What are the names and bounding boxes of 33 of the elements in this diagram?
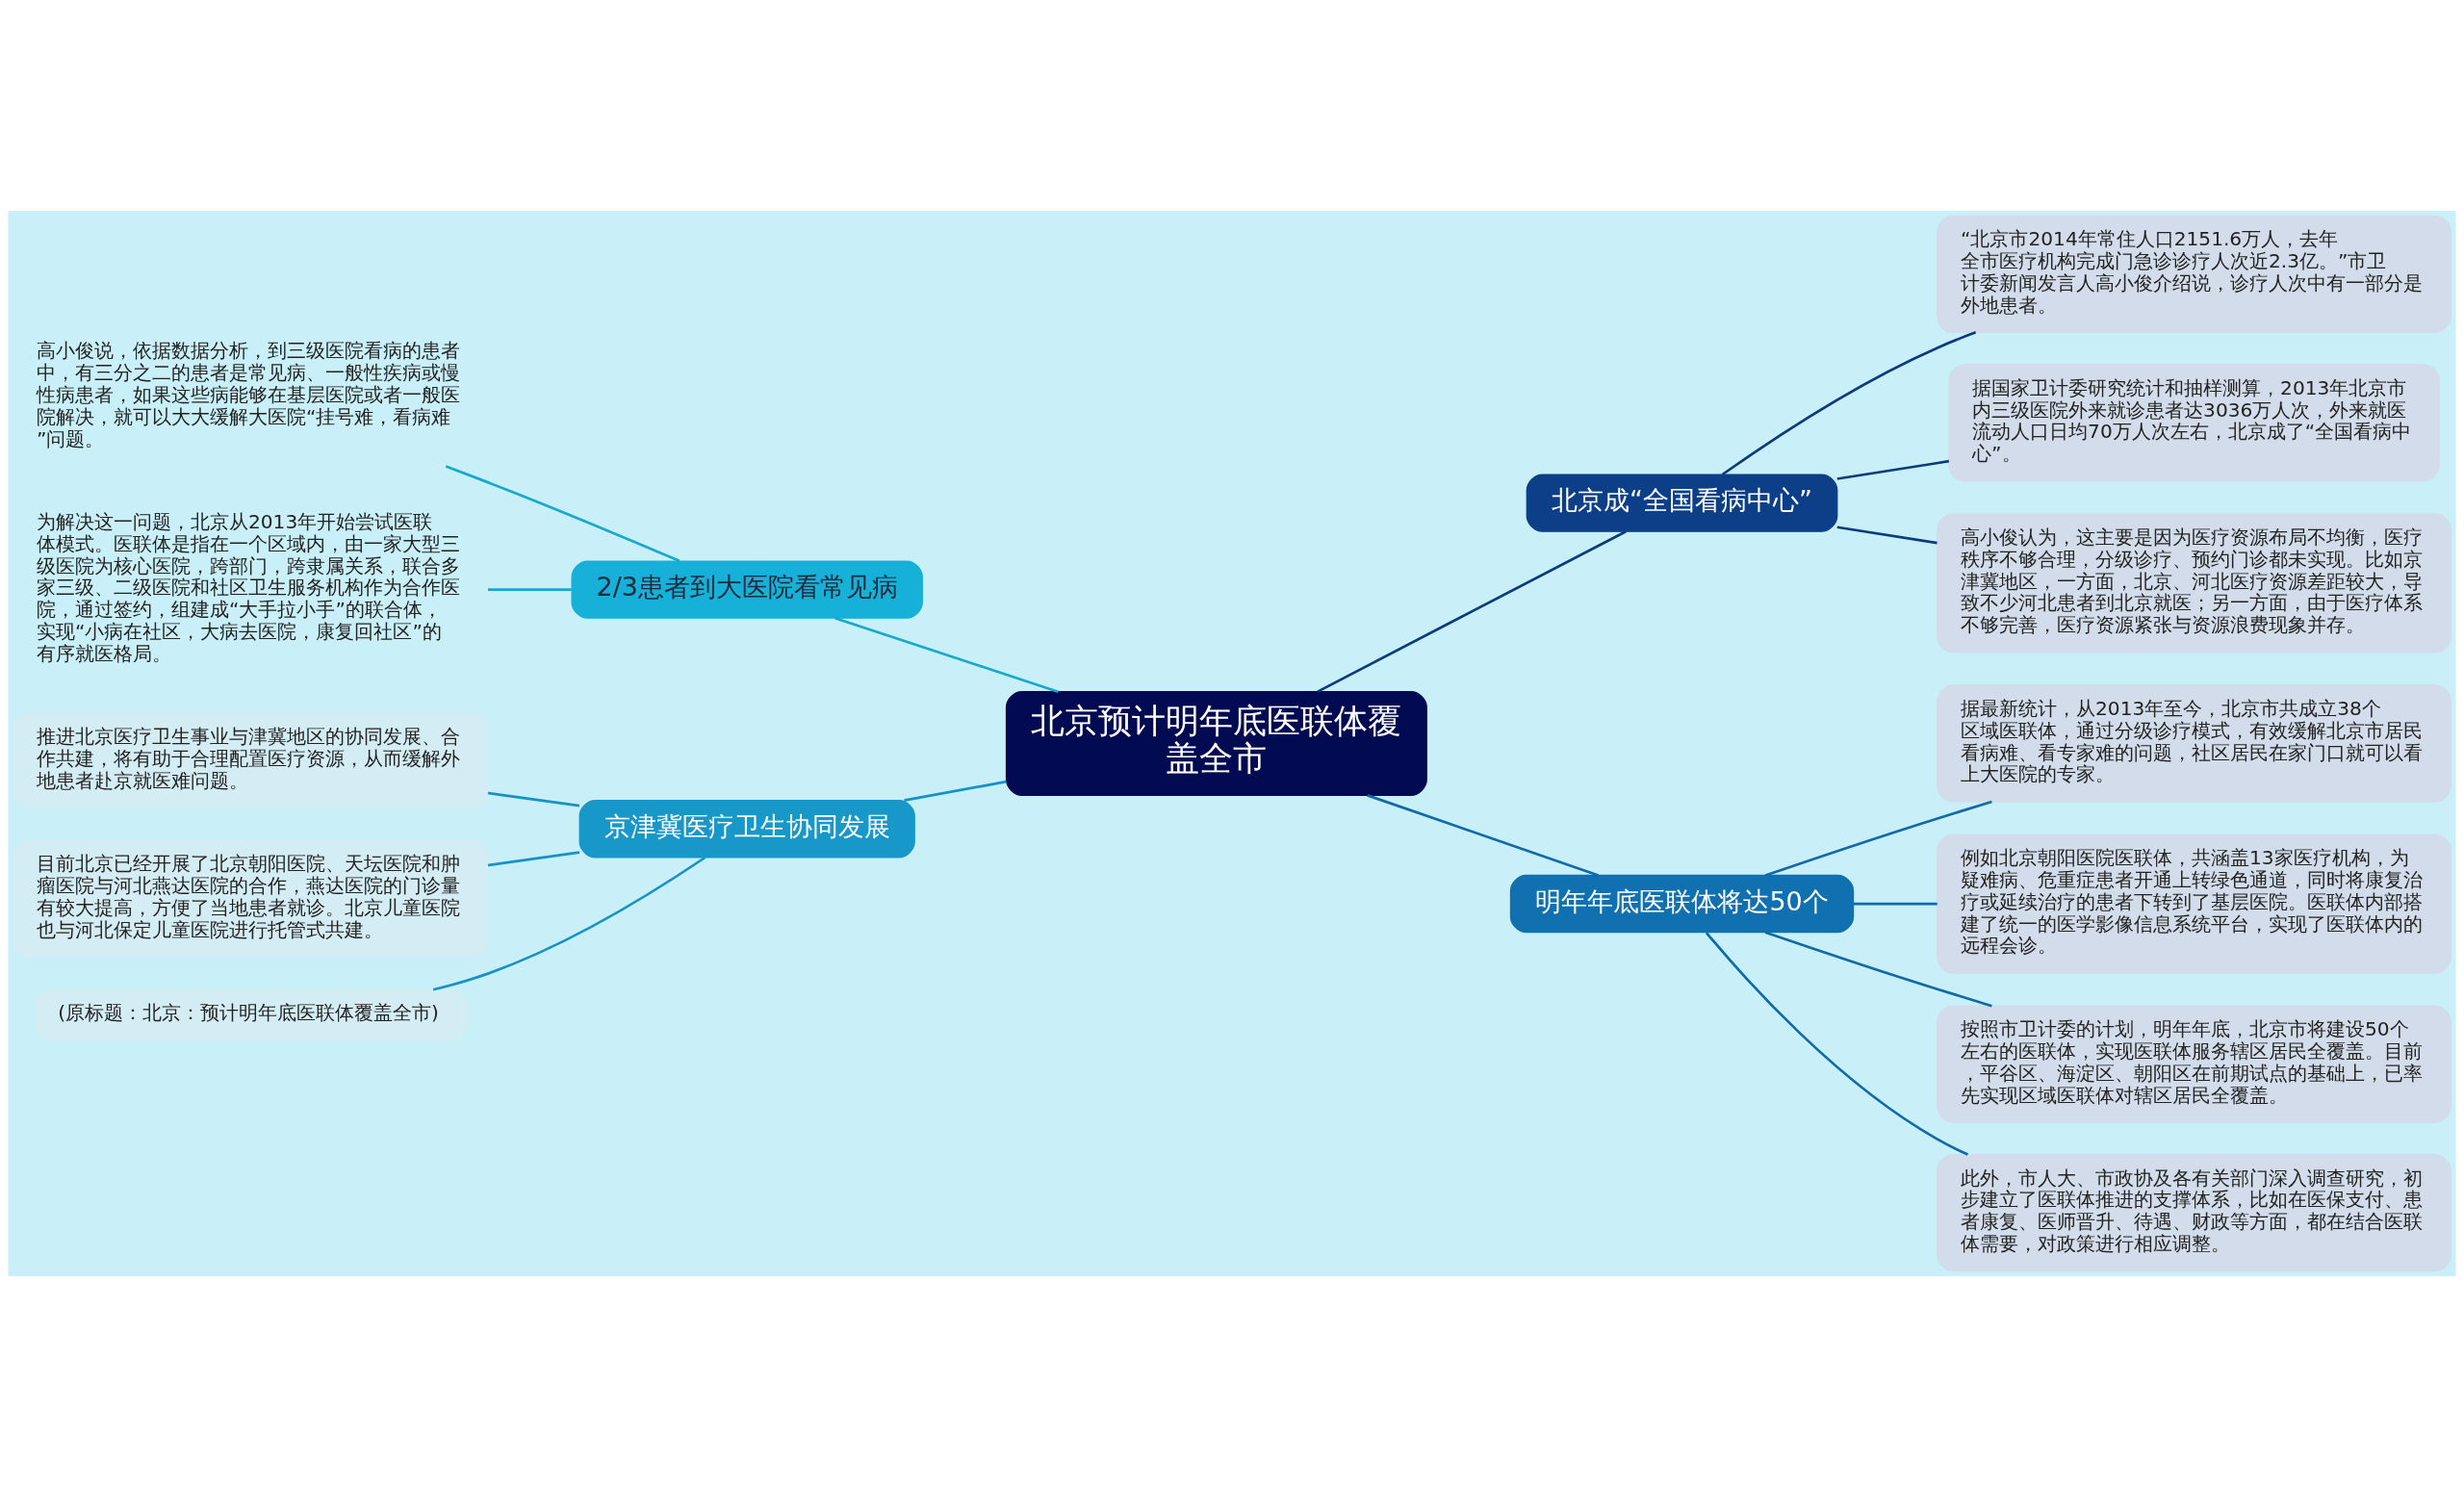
node-box: “北京市2014年常住人口2151.6万人，去年全市医疗机构完成门急诊诊疗人次近2.3亿。”市卫计委新闻发言人高小俊介绍说，诊疗人次中有一部分是外地患者。 [1937,215,2451,333]
connector [445,465,680,563]
connector [1836,459,1950,480]
connector [1721,331,1977,476]
connector [1836,526,1938,545]
node-box: 京津冀医疗卫生协同发展 [578,799,915,859]
node-box: 按照市卫计委的计划，明年年底，北京市将建设50个左右的医联体，实现医联体服务辖区居民全覆盖。目前，平谷区、海淀区、朝阳区在前期试点的基础上，已率先实现区域医联体对辖区居民全覆盖。 [1937,1005,2451,1123]
connector [1367,794,1599,877]
connector [904,780,1007,802]
node-box: 据国家卫计委研究统计和抽样测算，2013年北京市内三级医院外来就诊患者达3036万人次，外来就医流动人口日均70万人次左右，北京成了“全国看病中心”。 [1948,364,2440,482]
connector [1764,800,1992,877]
node-box: 据最新统计，从2013年至今，北京市共成立38个区域医联体，通过分级诊疗模式，有效缓解北京市居民看病难、看专家难的问题，社区居民在家门口就可以看上大医院的专家。 [1937,684,2451,803]
connector [432,856,706,991]
node-box: 高小俊认为，这主要是因为医疗资源布局不均衡，医疗秩序不够合理，分级诊疗、预约门诊都未实现。比如京津冀地区，一方面，北京、河北医疗资源差距较大，导致不少河北患者到北京就医；另一方面，由于医疗体系不够完善，医疗资源紧张与资源浪费现象并存。 [1937,513,2451,654]
node-text: 为解决这一问题，北京从2013年开始尝试医联体模式。医联体是指在一个区域内，由一家大型三级医院为核心医院，跨部门，跨隶属关系，联合多家三级、二级医院和社区卫生服务机构作为合作医院，通过签约，组建成“大手拉小手”的联合体，实现“小病在社区，大病去医院，康复回社区”的有序就医格局。 [36,509,460,665]
connector [834,617,1059,693]
connector [487,791,580,808]
connector [488,588,572,591]
node-box: 2/3患者到大医院看常见病 [571,560,923,619]
connector [1317,530,1627,693]
connector [487,851,580,867]
connector [1705,932,1968,1156]
node-box: 此外，市人大、市政协及各有关部门深入调查研究，初步建立了医联体推进的支撑体系，比如在医保支付、患者康复、医师晋升、待遇、财政等方面，都在结合医联体需要，对政策进行相应调整。 [1937,1154,2451,1272]
node-box: 例如北京朝阳医院医联体，共涵盖13家医疗机构，为疑难病、危重症患者开通上转绿色通道，同时将康复治疗或延续治疗的患者下转到了基层医院。医联体内部搭建了统一的医学影像信息系统平台，实现了医联体内的远程会诊。 [1937,833,2451,974]
node-box: 明年年底医联体将达50个 [1509,874,1855,934]
node-box: 北京预计明年底医联体覆盖全市 [1005,691,1427,796]
node-box: 北京成“全国看病中心” [1526,474,1838,532]
node-box: (原标题：北京：预计明年底医联体覆盖全市) [34,988,468,1041]
node-text: 高小俊说，依据数据分析，到三级医院看病的患者中，有三分之二的患者是常见病、一般性疾病或慢性病患者，如果这些病能够在基层医院或者一般医院解决，就可以大大缓解大医院“挂号难，看病难”问题。 [36,339,460,450]
node-box: 目前北京已经开展了北京朝阳医院、天坛医院和肿瘤医院与河北燕达医院的合作，燕达医院的门诊量有较大提高，方便了当地患者就诊。北京儿童医院也与河北保定儿童医院进行托管式共建。 [13,839,489,958]
connector [1853,902,1938,906]
connector [1764,931,1992,1008]
node-box: 推进北京医疗卫生事业与津冀地区的协同发展、合作共建，将有助于合理配置医疗资源，从而缓解外地患者赴京就医难问题。 [13,712,489,808]
